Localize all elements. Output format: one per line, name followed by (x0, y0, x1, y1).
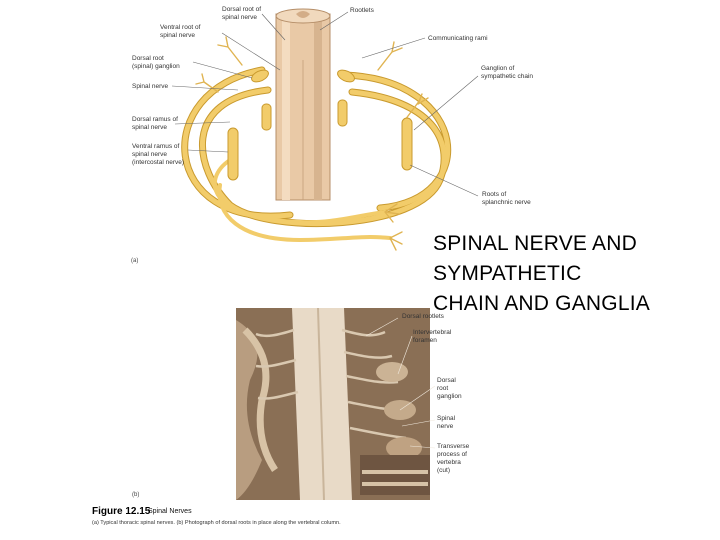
spinal-cord (275, 8, 331, 201)
slide-title-line-2: SYMPATHETIC (433, 262, 582, 285)
sympathetic-ganglia (227, 99, 413, 181)
photo-label-dorsal-rootlets: Dorsal rootlets (402, 313, 445, 320)
figure-caption: (a) Typical thoracic spinal nerves. (b) … (92, 520, 341, 526)
panel-a-label: (a) (131, 258, 139, 264)
label-communicating-rami: Communicating rami (428, 35, 488, 42)
tissue-ridge-left (242, 327, 278, 472)
lower-nerves (212, 158, 392, 243)
label-dorsal-root-ganglion: Dorsal root(spinal) ganglion (132, 55, 180, 70)
slide-title-line-3: CHAIN AND GANGLIA (433, 292, 650, 315)
photo-ganglia (360, 362, 430, 495)
slide-title-line-1: SPINAL NERVE AND (433, 232, 637, 255)
figure-number: Figure 12.15 (92, 506, 150, 517)
figure-subtitle: Spinal Nerves (148, 508, 192, 515)
label-spinal-nerve: Spinal nerve (132, 83, 169, 90)
figure-number-text: Figure 12.15 (92, 506, 151, 517)
tissue-left (236, 320, 262, 500)
leader-lines-a (171, 11, 479, 197)
panel-b-label: (b) (132, 492, 140, 498)
label-rootlets: Rootlets (350, 7, 375, 14)
nerve-branches (195, 36, 429, 251)
leader-lines-b (365, 317, 436, 449)
slide-title: SPINAL NERVE AND SYMPATHETIC CHAIN AND G… (433, 229, 718, 319)
photo-cord-midline (317, 307, 325, 501)
dorsal-root-ganglia (251, 69, 355, 83)
